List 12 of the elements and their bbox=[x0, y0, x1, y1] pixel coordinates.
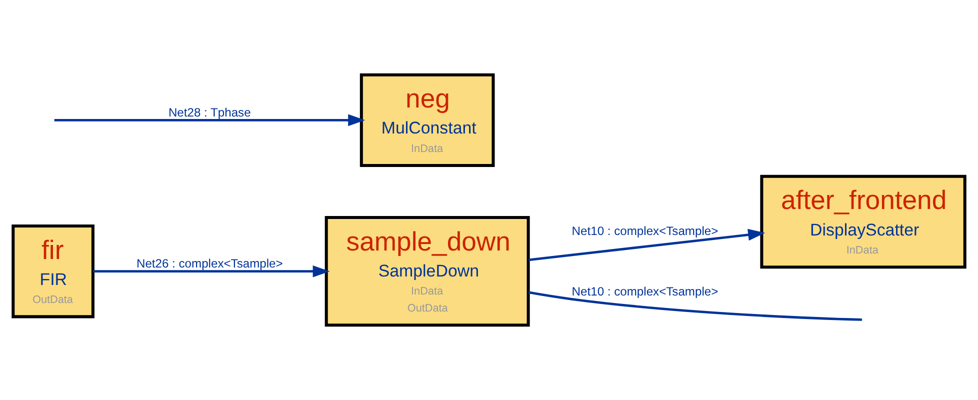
node-box: sample_down SampleDown InData OutData bbox=[324, 216, 530, 327]
connector bbox=[528, 291, 862, 321]
node-box: after_frontend DisplayScatter InData bbox=[760, 174, 966, 269]
arrow bbox=[54, 114, 366, 126]
edge-label: Net26 : complex<Tsample> bbox=[136, 256, 283, 271]
edge-label: Net10 : complex<Tsample> bbox=[572, 284, 718, 299]
arrow bbox=[93, 265, 330, 278]
edge-label: Net10 : complex<Tsample> bbox=[572, 224, 718, 238]
edge-label: Net28 : Tphase bbox=[168, 106, 251, 120]
node-box: neg MulConstant InData bbox=[360, 73, 495, 168]
node-box: fir FIR OutData bbox=[12, 224, 94, 318]
arrow bbox=[528, 228, 766, 262]
